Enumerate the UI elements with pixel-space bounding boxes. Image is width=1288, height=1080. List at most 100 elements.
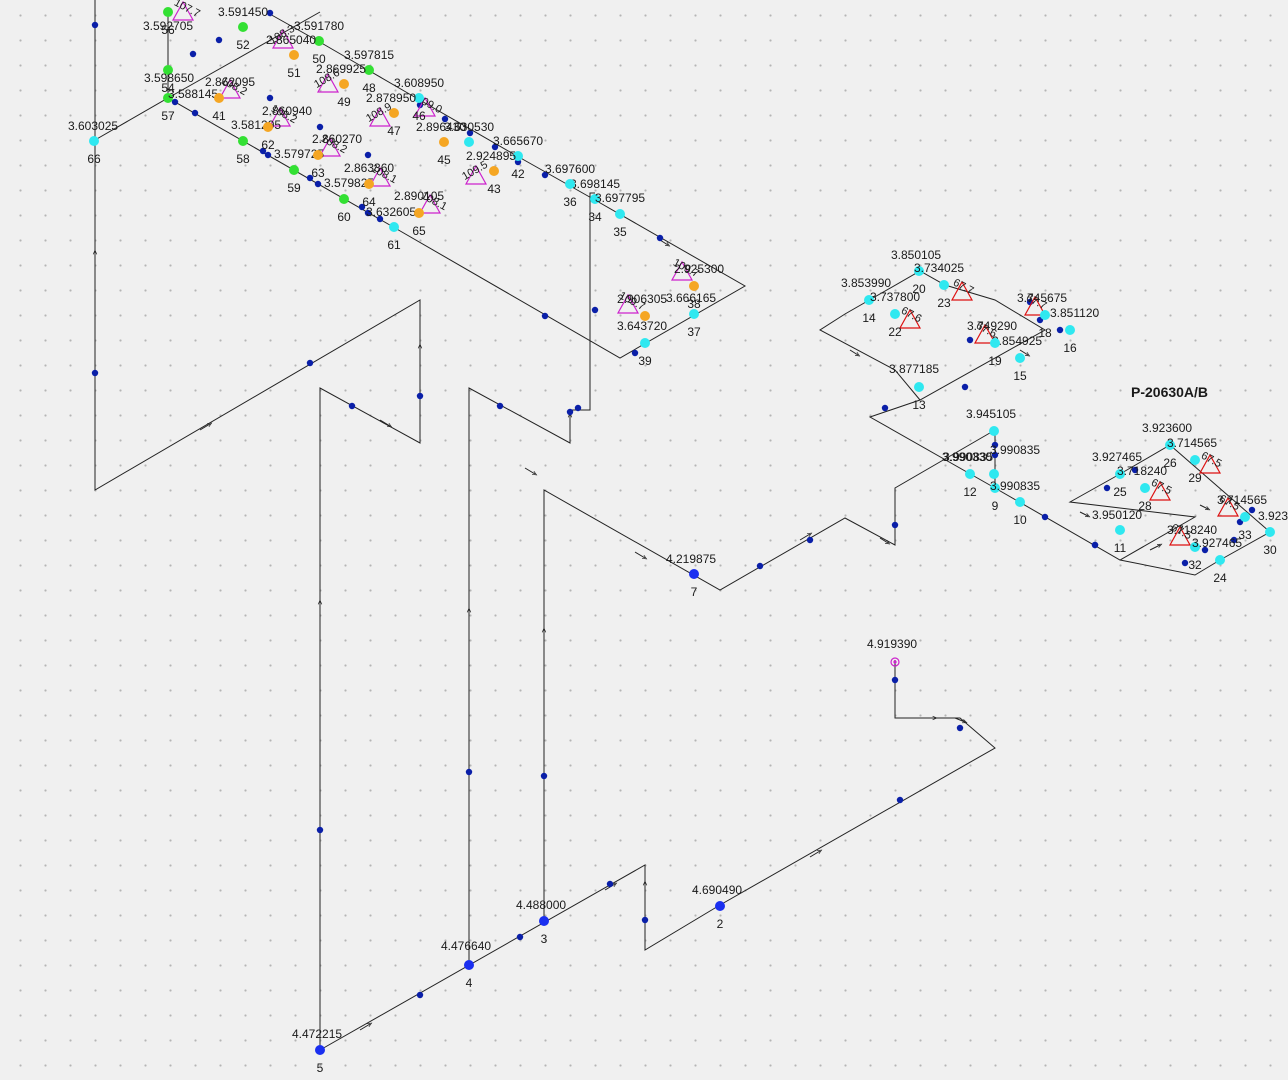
pipe-node-30[interactable]: 3.9236030: [1258, 509, 1288, 557]
node-value-label: 3.718240: [1117, 464, 1167, 478]
support-marker[interactable]: 67.6: [899, 305, 924, 329]
pipe-junction: [516, 933, 524, 941]
node-value-label: 4.919390: [867, 637, 917, 651]
node-value-label: 3.603025: [68, 119, 118, 133]
support-triangle-icon: [318, 136, 342, 157]
pipe-node-40[interactable]: 2.906305: [617, 292, 667, 321]
pipe-node-8[interactable]: 3.990835: [989, 443, 1040, 479]
pipe-node-65[interactable]: 2.890105 65: [394, 189, 444, 238]
node-value-label: 3.579825: [324, 176, 374, 190]
node-value-label: 2.896430: [416, 120, 466, 134]
node-number-label: 34: [588, 210, 602, 224]
pipe-junction: [606, 880, 614, 888]
node-value-label: 2.863360: [344, 161, 394, 175]
pipe-node-44[interactable]: 3.630530: [444, 120, 494, 147]
node-value-label: 2.890105: [394, 189, 444, 203]
pipe-junction: [1201, 546, 1209, 554]
node-number-label: 65: [412, 224, 426, 238]
pipe-junction: [306, 359, 314, 367]
pipe-node-source[interactable]: 4.919390: [867, 637, 917, 667]
node-value-label: 3.697795: [595, 191, 645, 205]
pipe-junction: [1230, 536, 1238, 544]
node-value-label: 3.745675: [1017, 291, 1067, 305]
support-marker[interactable]: 67.5: [1199, 450, 1224, 474]
support-triangle-icon: [171, 0, 195, 21]
node-value-label: 3.714565: [1217, 493, 1267, 507]
flow-arrow: [879, 537, 891, 545]
node-marker: [439, 137, 449, 147]
pipe-node-top[interactable]: 3.945105: [966, 407, 1016, 436]
node-number-label: 57: [161, 109, 175, 123]
pipe-junction: [348, 402, 356, 410]
node-value-label: 2.878950: [366, 91, 416, 105]
node-marker: [414, 93, 424, 103]
node-value-label: 2.862095: [205, 75, 255, 89]
node-number-label: 5: [317, 1061, 324, 1075]
node-marker: [339, 79, 349, 89]
flow-arrow: [809, 849, 823, 858]
pipe-junction: [171, 98, 179, 106]
node-number-label: 63: [311, 166, 325, 180]
node-marker: [689, 281, 699, 291]
pipe-junction: [416, 991, 424, 999]
node-marker: [565, 179, 575, 189]
support-marker[interactable]: 107.7: [171, 0, 202, 21]
node-value-label: 3.597815: [344, 48, 394, 62]
support-marker[interactable]: 67.7: [951, 277, 976, 301]
support-marker[interactable]: 67.5: [1149, 477, 1174, 501]
